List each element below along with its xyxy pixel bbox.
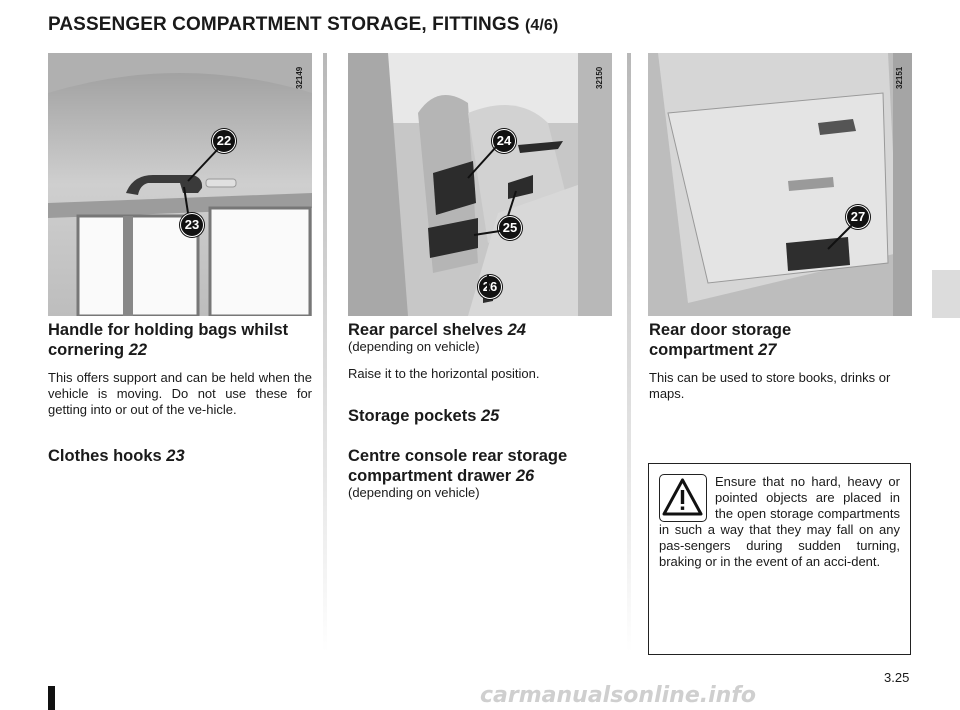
text-parcel-description: Raise it to the horizontal position. [348,366,540,381]
warning-text: Ensure that no hard, heavy or pointed ob… [659,474,900,569]
warning-triangle-icon [659,474,707,522]
heading-storage-pockets: Storage pockets 25 [348,407,500,425]
heading-clothes-hooks: Clothes hooks 23 [48,447,185,465]
text-door-storage-description: This can be used to store books, drinks … [649,370,891,401]
warning-box: Ensure that no hard, heavy or pointed ob… [648,463,911,655]
marker-26: 26 [478,275,502,299]
column-separator [627,53,631,653]
photo-rear-door: 32151 27 [648,53,912,316]
heading-door-storage: Rear door storage compartment 27 [649,321,792,359]
section-grab-handle: Handle for holding bags whilst cornering… [48,320,312,466]
marker-23: 23 [180,213,204,237]
section-parcel-shelves: Rear parcel shelves 24 (depending on veh… [348,320,612,500]
footer-bar [48,686,55,710]
text-depending-vehicle: (depending on vehicle) [348,485,480,500]
chapter-tab [932,270,960,318]
text-depending-vehicle: (depending on vehicle) [348,339,480,354]
section-door-storage: Rear door storage compartment 27 This ca… [649,320,913,402]
page-title: PASSENGER COMPARTMENT STORAGE, FITTINGS … [48,14,559,35]
photo-rear-seat-back: 32150 24 25 26 [348,53,612,316]
marker-24: 24 [492,129,516,153]
page-number: 3.25 [884,670,910,685]
marker-27: 27 [846,205,870,229]
marker-22: 22 [212,129,236,153]
heading-console-drawer: Centre console rear storage compartment … [348,447,568,485]
watermark: carmanualsonline.info [480,683,756,708]
marker-25: 25 [498,216,522,240]
column-separator [323,53,327,653]
heading-parcel-shelves: Rear parcel shelves 24 [348,321,526,339]
heading-handle: Handle for holding bags whilst cornering… [48,321,289,359]
text-handle-description: This offers support and can be held when… [48,370,312,417]
photo-grab-handle: 32149 22 23 [48,53,312,316]
